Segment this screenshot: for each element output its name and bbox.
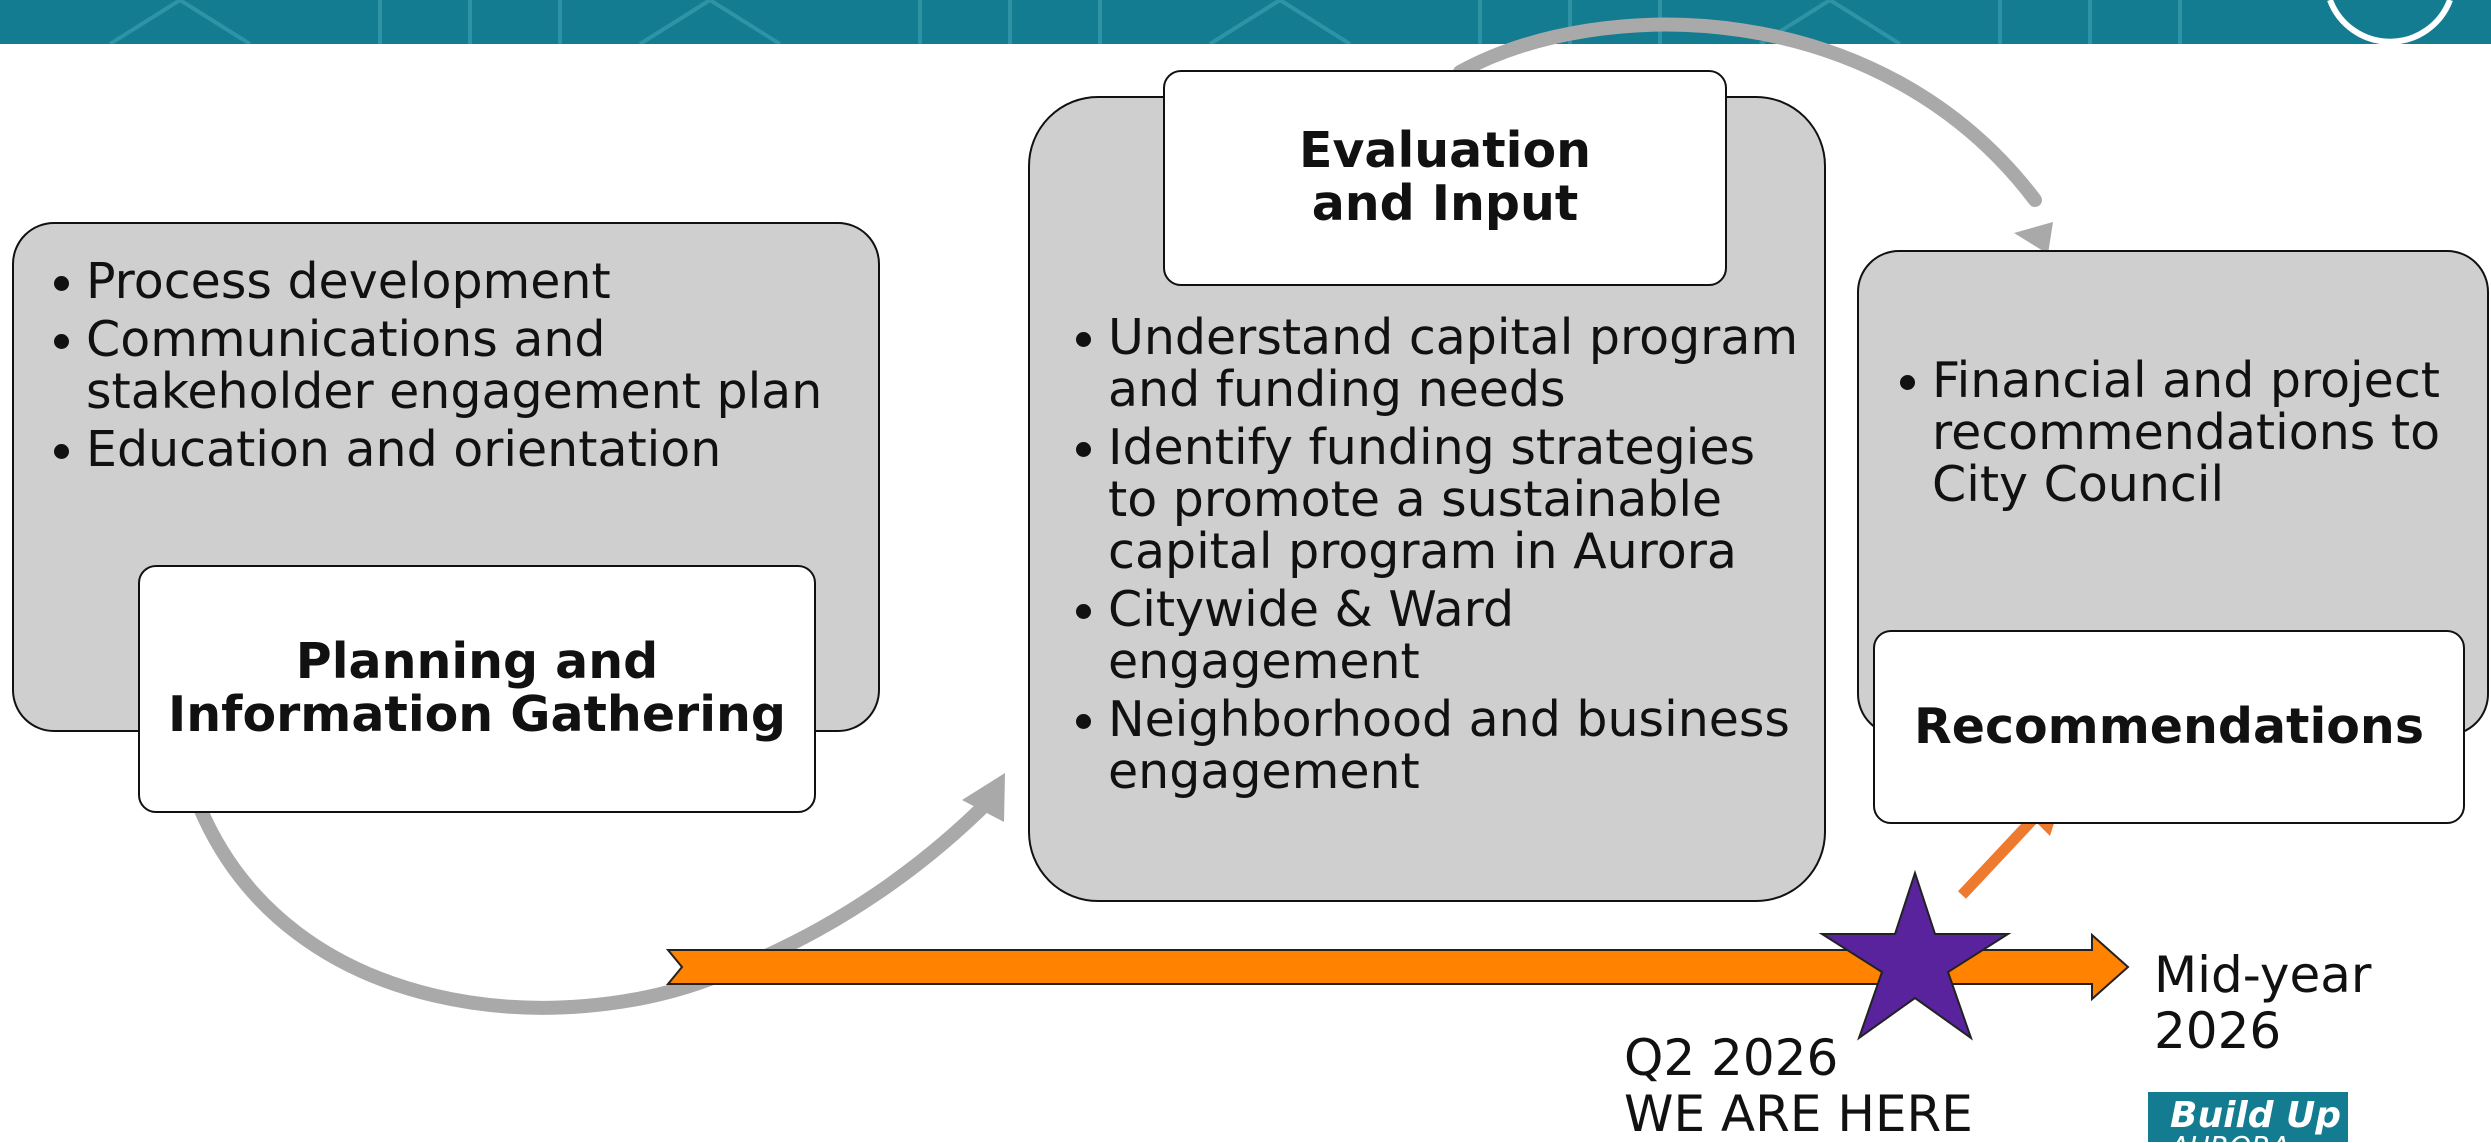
evaluation-title: Evaluation and Input [1299,122,1591,232]
top-banner [0,0,2491,44]
evaluation-bullet: Understand capital program and funding n… [1070,312,1800,416]
logo-line1: Build Up [2170,1095,2342,1136]
we-are-here-star-icon [1818,869,2012,1041]
banner-pattern [108,0,2453,44]
evaluation-title-box: Evaluation and Input [1163,70,1727,286]
banner-logo-ring-icon [2327,0,2453,44]
planning-bullet: Education and orientation [48,424,848,476]
cycle-arrow-2 [1453,17,2042,207]
planning-title-box: Planning and Information Gathering [138,565,816,813]
cycle-arrow-2-head-icon [2014,222,2053,254]
cycle-arrow-1-head-icon [962,773,1005,822]
planning-bullet: Process development [48,256,848,308]
planning-bullets: Process development Communications and s… [48,256,848,476]
planning-bullet: Communications and stakeholder engagemen… [48,314,848,418]
pointer-arrow [1957,810,2043,899]
planning-title: Planning and Information Gathering [168,633,786,743]
build-up-aurora-logo: Build Up AURORA [2148,1092,2348,1142]
recommendations-title-box: Recommendations [1873,630,2465,824]
recommendations-bullets: Financial and project recommendations to… [1894,355,2454,511]
evaluation-bullet: Citywide & Ward engagement [1070,584,1800,688]
evaluation-bullets: Understand capital program and funding n… [1070,312,1800,798]
recommendations-title: Recommendations [1914,697,2424,755]
logo-line2: AURORA [2170,1132,2290,1143]
cycle-arrow-1 [193,793,997,1015]
end-label: Mid-year 2026 [2154,946,2372,1060]
current-note: WE ARE HERE [1624,1085,1973,1143]
recommendations-bullet: Financial and project recommendations to… [1894,355,2454,511]
current-label: Q2 2026 [1624,1029,1839,1087]
evaluation-bullet: Identify funding strategies to promote a… [1070,422,1800,578]
timeline-arrow [665,932,2130,1002]
evaluation-bullet: Neighborhood and business engagement [1070,694,1800,798]
